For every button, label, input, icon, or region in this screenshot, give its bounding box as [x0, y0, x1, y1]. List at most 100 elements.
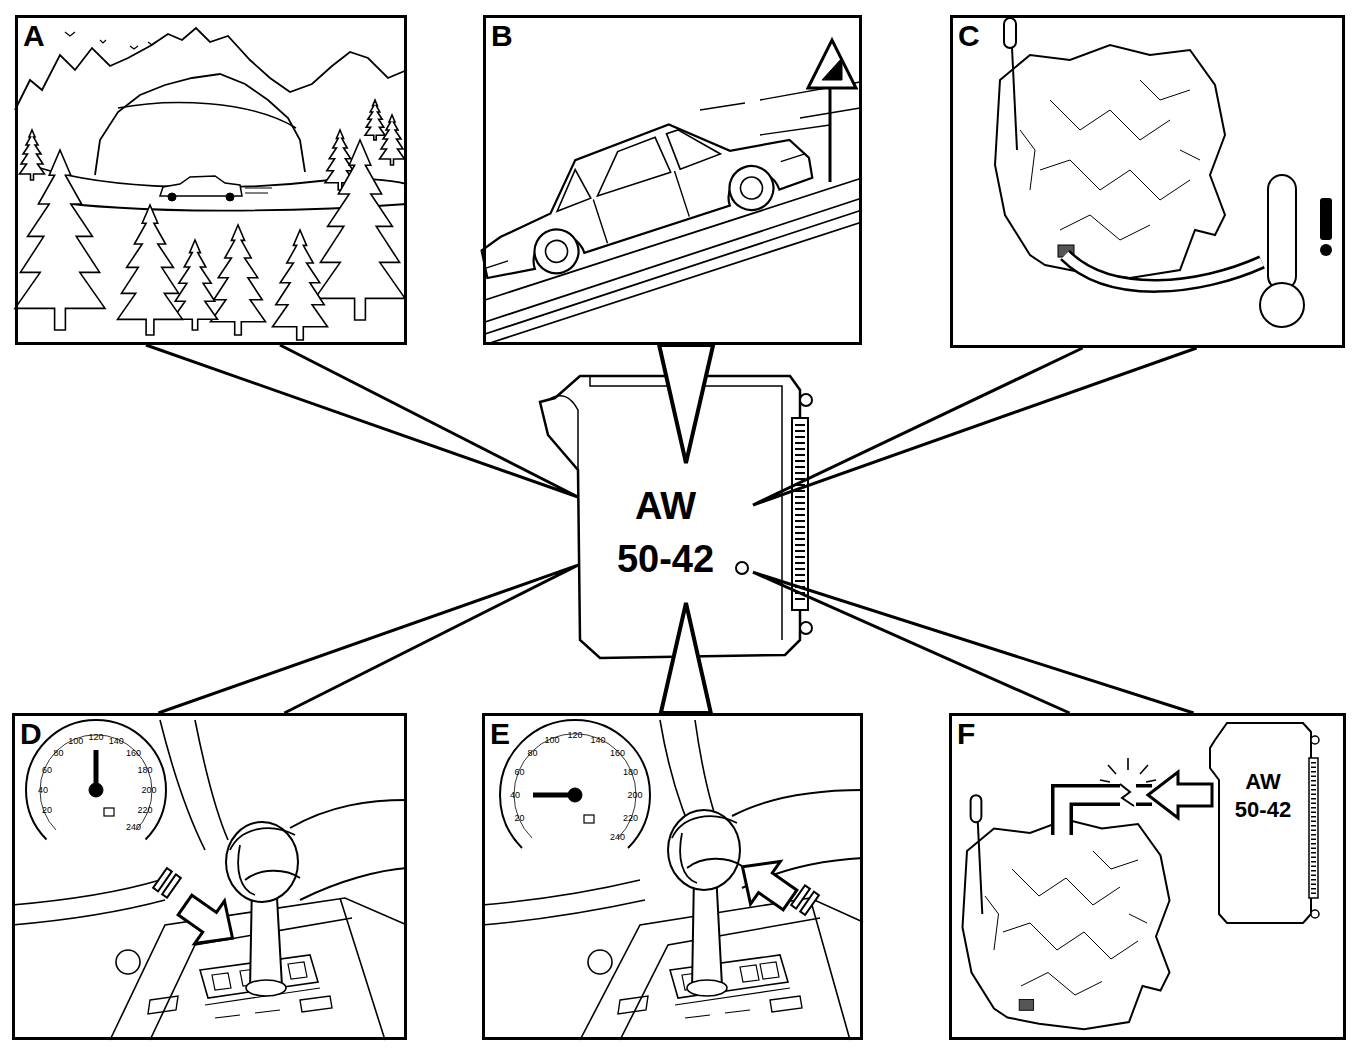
mountain-scene — [118, 205, 183, 335]
module-bolt — [1311, 910, 1319, 918]
temperature-scene — [995, 18, 1225, 278]
fault-scene — [1062, 795, 1120, 838]
mountain-scene — [315, 140, 405, 320]
fault-scene — [1148, 772, 1212, 818]
shift-scene — [482, 720, 863, 1040]
mountain-scene — [380, 115, 405, 165]
illustration-panel: FAW 50-42 — [949, 713, 1346, 1040]
kickdown-scene — [89, 783, 103, 797]
wedge-connector — [659, 345, 713, 463]
kickdown-scene — [226, 822, 298, 902]
mountain-scene — [365, 100, 385, 140]
uphill-scene — [543, 238, 571, 266]
mountain-scene — [273, 230, 328, 340]
speed-number: 120 — [567, 731, 582, 740]
speed-number: 20 — [515, 813, 525, 822]
speed-number: 160 — [610, 748, 625, 757]
speed-number: 20 — [42, 806, 52, 815]
uphill-scene — [474, 131, 813, 282]
module-outline — [1210, 723, 1311, 923]
temperature-scene — [1274, 288, 1290, 296]
speed-number: 180 — [623, 768, 638, 777]
kickdown-scene — [153, 868, 181, 897]
kickdown-scene — [246, 980, 286, 996]
speed-number: 60 — [515, 768, 525, 777]
speed-number: 160 — [126, 748, 141, 757]
kickdown-scene — [290, 800, 407, 900]
kickdown-scene — [26, 720, 166, 839]
speed-number: 220 — [137, 806, 152, 815]
temperature-scene — [995, 18, 1332, 327]
uphill-scene — [808, 40, 856, 88]
panel-letter: A — [23, 18, 45, 54]
shift-scene — [482, 880, 645, 925]
mountain-scene — [168, 193, 176, 201]
speed-number: 40 — [510, 791, 520, 800]
kickdown-scene — [40, 735, 152, 830]
shift-scene — [588, 950, 612, 974]
mountain-scene — [95, 74, 305, 175]
control-unit — [792, 418, 808, 610]
shift-scene — [728, 845, 805, 921]
shift-scene — [670, 955, 788, 998]
temperature-scene — [1065, 255, 1262, 286]
control-unit — [800, 394, 812, 406]
uphill-scene — [460, 86, 820, 295]
shift-scene — [687, 980, 727, 996]
shift-scene — [500, 720, 650, 848]
temperature-scene — [1320, 198, 1332, 240]
shift-scene — [668, 810, 740, 890]
kickdown-scene — [12, 720, 407, 1040]
temperature-scene — [1320, 244, 1332, 256]
illustration-panel: C — [950, 15, 1345, 348]
mountain-scene — [118, 103, 296, 128]
illustration-panel: E — [482, 713, 863, 1040]
speed-number: 220 — [623, 813, 638, 822]
kickdown-scene — [104, 808, 114, 816]
kickdown-scene — [148, 996, 332, 1014]
uphill-scene — [829, 88, 832, 182]
uphill-scene — [724, 160, 779, 215]
speed-number: 60 — [42, 765, 52, 774]
mountain-scene — [211, 225, 266, 335]
shift-scene — [618, 996, 802, 1014]
speed-number: 180 — [137, 765, 152, 774]
wedge-connector — [753, 572, 1194, 713]
uphill-scene — [822, 58, 842, 80]
module-bolt — [1311, 736, 1319, 744]
speed-number: 80 — [528, 748, 538, 757]
speed-number: 140 — [590, 735, 605, 744]
mountain-scene — [20, 130, 45, 180]
speed-number: 100 — [68, 737, 83, 746]
speed-number: 240 — [126, 823, 141, 832]
panel-letter: E — [490, 716, 510, 752]
panel-letter: D — [20, 716, 42, 752]
uphill-scene — [460, 86, 816, 283]
mountain-scene — [226, 193, 234, 201]
fault-scene — [1120, 784, 1134, 806]
uphill-scene — [529, 224, 584, 279]
speed-number: 100 — [545, 735, 560, 744]
mountain-scene — [15, 28, 407, 110]
wedge-connector — [753, 348, 1197, 505]
shift-scene — [568, 788, 582, 802]
speed-number: 80 — [54, 748, 64, 757]
speed-number: 200 — [627, 791, 642, 800]
control-unit — [548, 376, 782, 640]
connector-strip — [1309, 758, 1318, 898]
module-label: AW 50-42 — [1228, 768, 1298, 823]
speed-number: 120 — [88, 733, 103, 742]
control-module: AW 50-42 — [578, 463, 753, 603]
control-unit — [736, 562, 748, 574]
uphill-scene — [738, 174, 766, 202]
speed-number: 40 — [38, 786, 48, 795]
mountain-scene — [15, 150, 105, 330]
kickdown-scene — [12, 880, 165, 925]
panel-letter: B — [491, 18, 513, 54]
mountain-scene — [245, 188, 272, 193]
illustration-panel: B — [483, 15, 862, 345]
uphill-scene — [545, 120, 722, 212]
